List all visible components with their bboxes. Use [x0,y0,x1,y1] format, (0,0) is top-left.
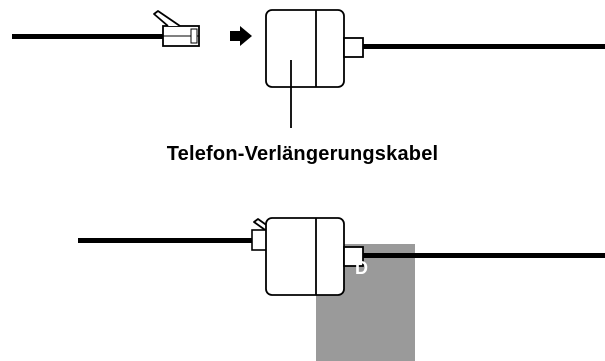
cable-left [12,34,165,39]
coupler-box-assembled-icon [265,217,364,296]
coupler-box-icon [265,9,364,88]
rj11-plug-icon [153,10,200,47]
bottom-assembly [78,217,605,361]
cable-left-bottom [78,238,256,243]
region-label-d: D [355,258,368,278]
right-arrow-icon [230,26,252,46]
cable-extension-top [363,44,605,49]
top-assembly [12,9,605,128]
caption-label: Telefon-Verlängerungskabel [166,143,439,165]
cable-extension-bottom [363,253,605,258]
